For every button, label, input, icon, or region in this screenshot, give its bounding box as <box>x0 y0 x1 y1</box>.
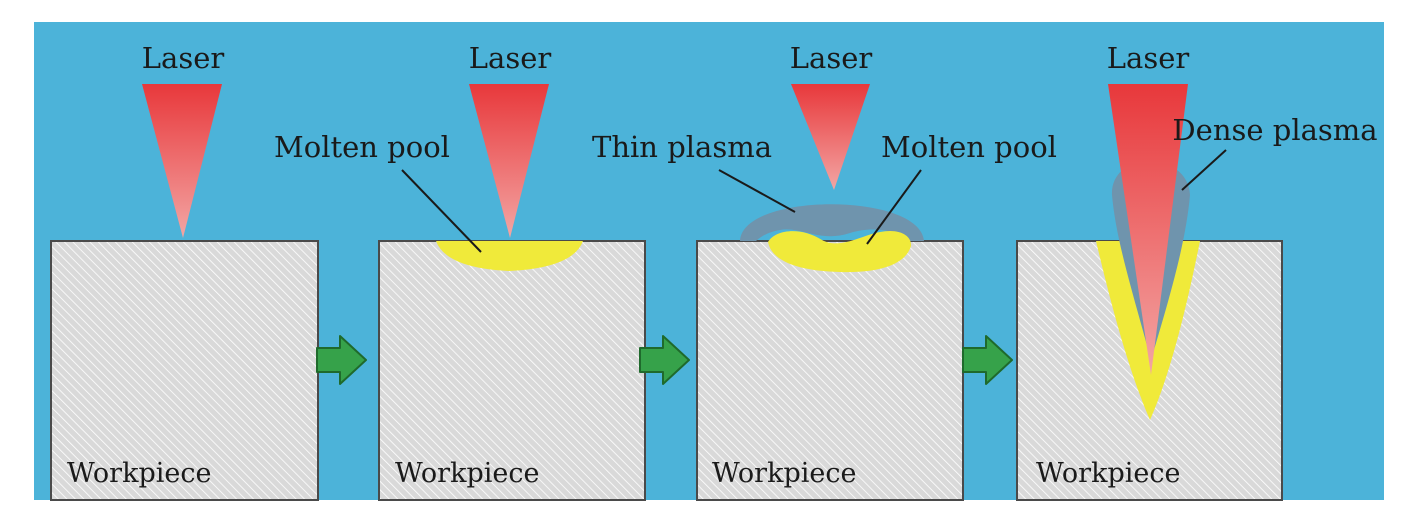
arrow-right-icon <box>316 335 367 385</box>
leader-line <box>401 169 482 253</box>
molten-pool <box>768 230 912 273</box>
stage-2: Laser Molten pool Workpiece <box>274 41 646 501</box>
leader-line <box>718 169 796 213</box>
laser-label: Laser <box>469 41 552 75</box>
stage-4: Laser Dense plasma Workpiece <box>1016 41 1378 501</box>
laser-beam <box>142 84 222 238</box>
workpiece-block <box>50 240 319 501</box>
molten-pool-label: Molten pool <box>881 130 1057 164</box>
stage-1: Laser Workpiece <box>50 41 319 501</box>
laser-beam <box>469 84 549 238</box>
laser-label: Laser <box>790 41 873 75</box>
workpiece-label: Workpiece <box>1036 458 1180 489</box>
workpiece-label: Workpiece <box>67 458 211 489</box>
laser-beam <box>1108 84 1188 375</box>
leader-line <box>866 169 922 245</box>
workpiece-block <box>378 240 646 501</box>
thin-plasma-label: Thin plasma <box>592 130 772 164</box>
leader-line <box>1181 149 1227 191</box>
dense-plasma-label: Dense plasma <box>1172 113 1377 147</box>
workpiece-label: Workpiece <box>395 458 539 489</box>
molten-pool-label: Molten pool <box>274 130 450 164</box>
laser-label: Laser <box>1107 41 1190 75</box>
laser-beam <box>791 84 870 190</box>
thin-plasma <box>740 204 924 241</box>
workpiece-label: Workpiece <box>712 458 856 489</box>
molten-pool <box>436 241 583 271</box>
arrow-right-icon <box>639 335 690 385</box>
arrow-right-icon <box>962 335 1013 385</box>
laser-label: Laser <box>142 41 225 75</box>
